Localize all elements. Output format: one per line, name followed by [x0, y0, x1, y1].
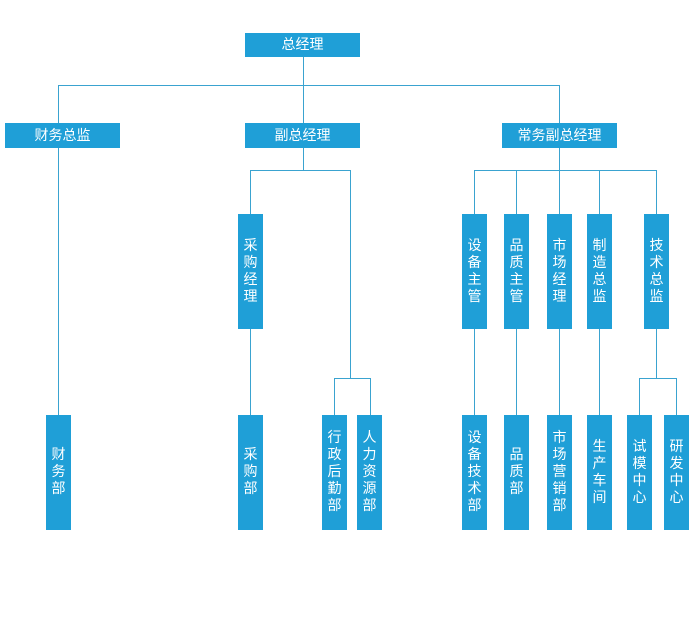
- node-label: 试模中心: [632, 438, 647, 506]
- node-label: 设备主管: [467, 237, 482, 305]
- node-label: 技术总监: [649, 237, 664, 305]
- node-quality-supervisor: 品质主管: [504, 214, 529, 329]
- node-label: 市场经理: [552, 237, 567, 305]
- node-label: 行政后勤部: [327, 430, 342, 514]
- node-marketing-manager: 市场经理: [547, 214, 572, 329]
- node-finance-dept: 财务部: [46, 415, 71, 530]
- node-label: 制造总监: [592, 237, 607, 305]
- node-rd-center: 研发中心: [664, 415, 689, 530]
- node-deputy-gm: 副总经理: [245, 123, 360, 148]
- node-hr-dept: 人力资源部: [357, 415, 382, 530]
- node-label: 人力资源部: [362, 430, 377, 514]
- node-label: 市场营销部: [552, 430, 567, 514]
- node-purchasing-manager: 采购经理: [238, 214, 263, 329]
- node-label: 采购经理: [243, 237, 258, 305]
- node-label: 研发中心: [669, 438, 684, 506]
- node-label: 设备技术部: [467, 430, 482, 514]
- node-admin-logistics-dept: 行政后勤部: [322, 415, 347, 530]
- node-finance-director: 财务总监: [5, 123, 120, 148]
- node-equipment-supervisor: 设备主管: [462, 214, 487, 329]
- node-general-manager: 总经理: [245, 33, 360, 57]
- node-purchasing-dept: 采购部: [238, 415, 263, 530]
- node-label: 品质部: [509, 447, 524, 497]
- node-exec-deputy-gm: 常务副总经理: [502, 123, 617, 148]
- node-manufacturing-director: 制造总监: [587, 214, 612, 329]
- node-label: 采购部: [243, 447, 258, 497]
- node-marketing-sales-dept: 市场营销部: [547, 415, 572, 530]
- node-label: 生产车间: [592, 438, 607, 506]
- node-technical-director: 技术总监: [644, 214, 669, 329]
- node-trial-mold-center: 试模中心: [627, 415, 652, 530]
- node-quality-dept: 品质部: [504, 415, 529, 530]
- node-label: 财务部: [51, 447, 66, 497]
- node-label: 品质主管: [509, 237, 524, 305]
- node-production-workshop: 生产车间: [587, 415, 612, 530]
- node-equipment-tech-dept: 设备技术部: [462, 415, 487, 530]
